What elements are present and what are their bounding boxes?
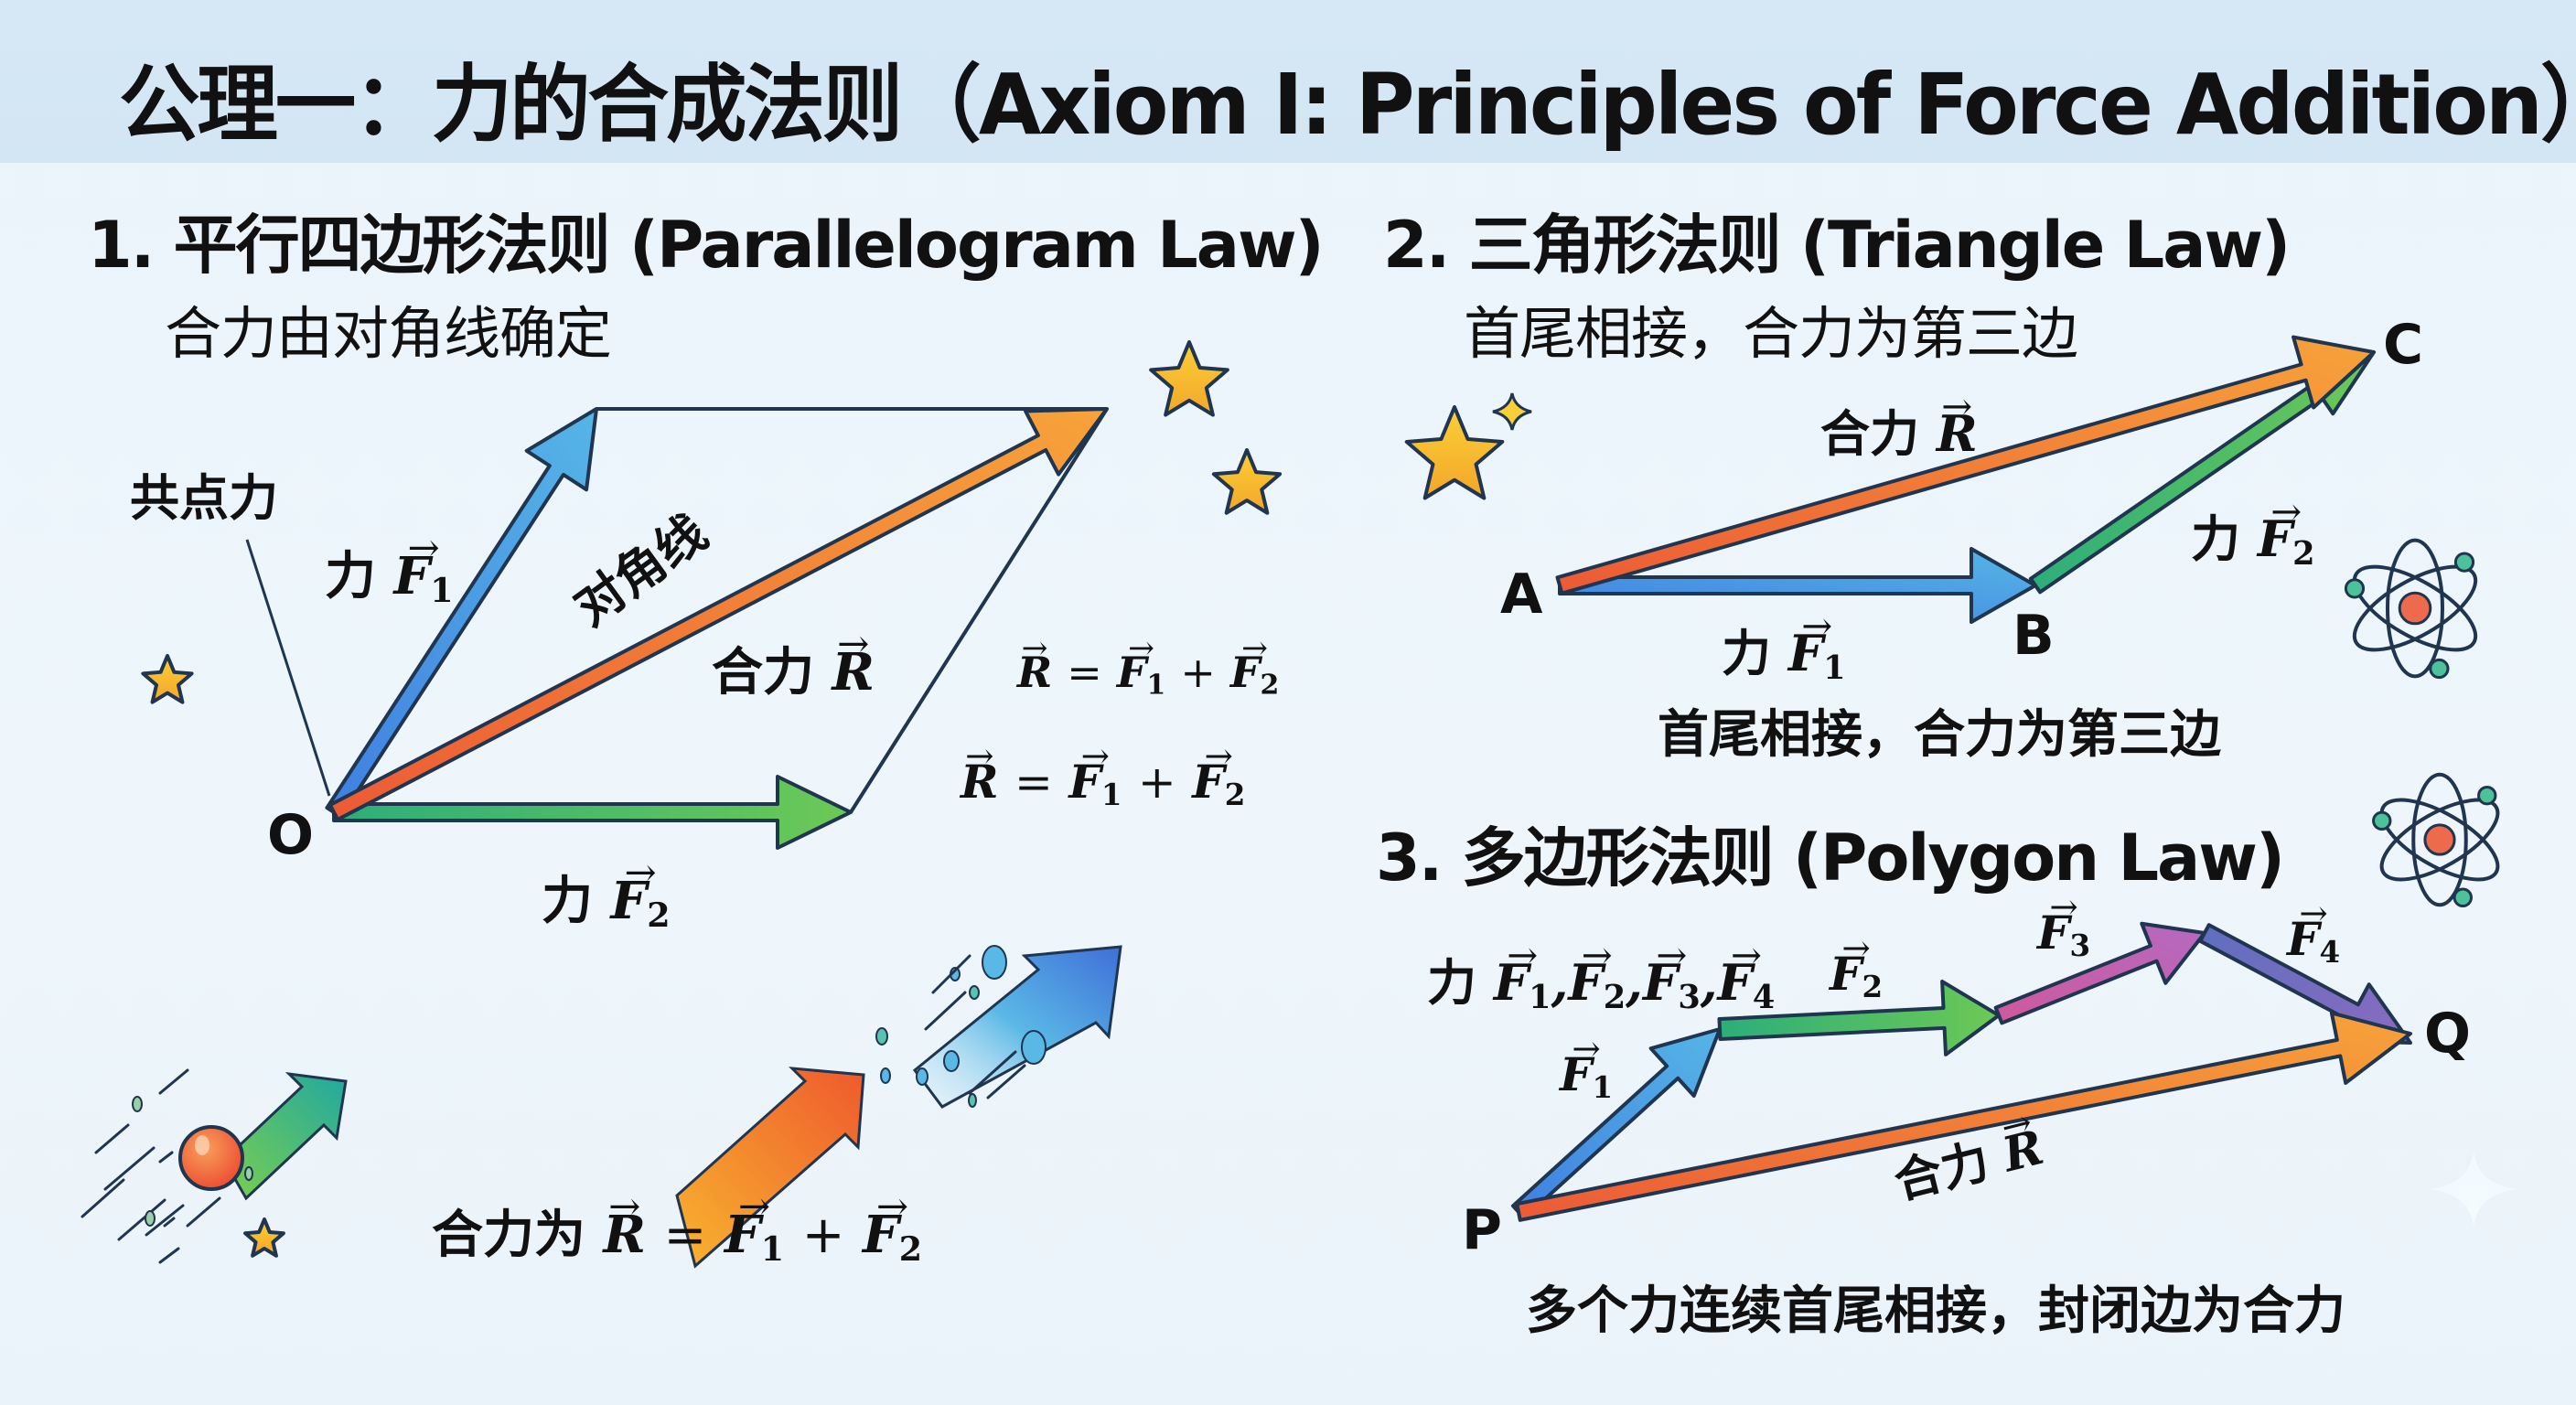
triangle-f1-arrow — [1558, 547, 2037, 624]
atom-icon — [2372, 772, 2500, 907]
triangle-resultant-label: 合力 R — [1820, 393, 1978, 466]
polygon-f3-label: F3 — [2037, 906, 2090, 963]
page-title: 公理一：力的合成法则（Axiom I: Principles of Force … — [119, 56, 2576, 154]
point-q-label: Q — [2424, 1002, 2472, 1066]
point-o-label: O — [267, 803, 315, 867]
parallelogram-outline — [596, 407, 1109, 814]
point-p-label: P — [1462, 1198, 1502, 1262]
point-c-label: C — [2383, 313, 2424, 377]
triangle-f2-label: 力 F2 — [2191, 499, 2315, 573]
star-icon — [141, 654, 194, 704]
force-f1-label: 力 F1 — [325, 535, 454, 610]
polygon-f4-label: F4 — [2287, 912, 2340, 970]
polygon-caption: 多个力连续首尾相接，封闭边为合力 — [1526, 1282, 2345, 1341]
section-1-heading: 1. 平行四边形法则 (Parallelogram Law) — [88, 208, 1325, 283]
blue-motion-arrow-icon — [875, 945, 1122, 1109]
resultant-r-label: 合力 R — [712, 631, 875, 705]
equation-2: R = F1 + F2 — [961, 755, 1245, 812]
triangle-resultant-arrow — [1555, 335, 2376, 595]
star-icon — [1211, 448, 1283, 515]
resultant-caption: 合力为 R = F1 + F2 — [432, 1194, 922, 1269]
polygon-f1-label: F1 — [1560, 1047, 1613, 1105]
triangle-caption: 首尾相接，合力为第三边 — [1658, 705, 2221, 765]
star-icon — [1404, 405, 1505, 500]
force-f1-arrow — [325, 407, 598, 819]
star-icon — [1149, 340, 1229, 417]
star-icon — [243, 1217, 285, 1258]
point-b-label: B — [2012, 604, 2055, 668]
triangle-f1-label: 力 F1 — [1722, 613, 1846, 687]
force-f2-label: 力 F2 — [542, 860, 671, 935]
equation-1: R = F1 + F2 — [1017, 648, 1279, 701]
polygon-resultant-arrow — [1515, 1011, 2412, 1222]
point-a-label: A — [1500, 563, 1543, 627]
section-1-subtitle: 合力由对角线确定 — [165, 300, 612, 367]
concurrent-pointer-line — [245, 539, 331, 797]
sparkle-icon — [1492, 392, 1532, 431]
polygon-f3-arrow — [1993, 921, 2206, 1025]
force-f2-arrow — [332, 775, 853, 850]
resultant-arrow — [327, 407, 1109, 821]
polygon-f1-arrow — [1510, 1027, 1722, 1220]
sparkle-watermark-icon — [2430, 1152, 2517, 1227]
concurrent-forces-label: 共点力 — [130, 469, 278, 527]
atom-icon — [2344, 538, 2478, 680]
section-2-heading: 2. 三角形法则 (Triangle Law) — [1383, 208, 2291, 283]
polygon-f2-arrow — [1717, 979, 2001, 1056]
motion-ball-arrow-icon — [80, 1068, 348, 1264]
polygon-force-list: 力 F1,F2,F3,F4 — [1427, 942, 1775, 1016]
section-3-heading: 3. 多边形法则 (Polygon Law) — [1376, 820, 2285, 896]
section-2-subtitle: 首尾相接，合力为第三边 — [1464, 300, 2078, 367]
title-banner — [0, 0, 2576, 163]
polygon-f2-label: F2 — [1830, 947, 1883, 1004]
